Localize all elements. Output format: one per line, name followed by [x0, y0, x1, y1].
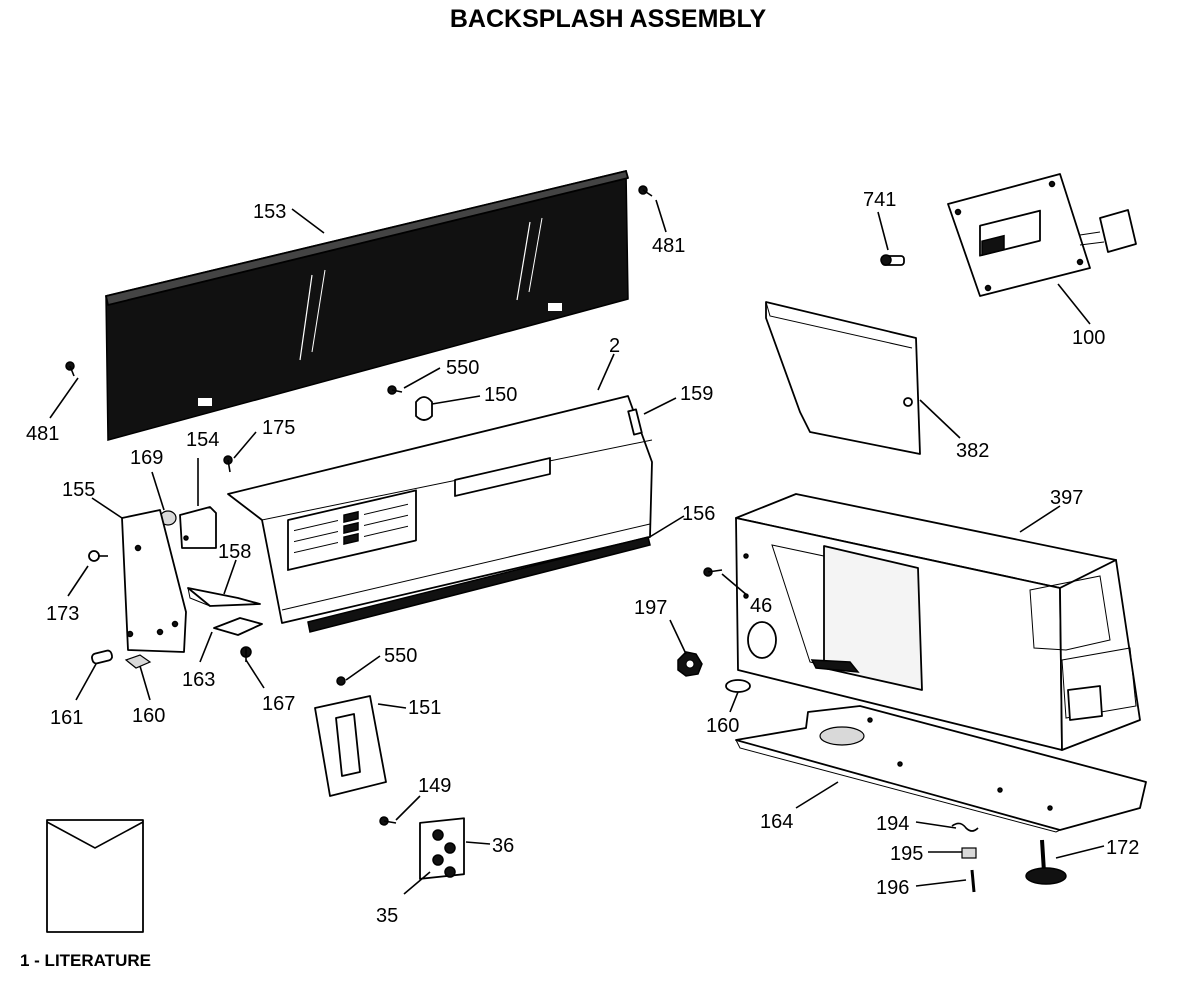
clip-160-right: [725, 679, 751, 693]
clip-160-left: [124, 654, 152, 669]
diagram-title: BACKSPLASH ASSEMBLY: [450, 5, 767, 33]
bracket-151: [314, 695, 387, 797]
callout-156: 156: [682, 503, 715, 525]
screw-149: [379, 816, 397, 826]
screw-481-right: [638, 185, 653, 197]
callout-155: 155: [62, 479, 95, 501]
screw-175: [223, 455, 233, 473]
callout-35: 35: [376, 905, 398, 927]
callout-167: 167: [262, 693, 295, 715]
callout-196: 196: [876, 877, 909, 899]
clip-195: [961, 847, 977, 859]
screw-550-top: [387, 385, 403, 395]
callout-481-right: 481: [652, 235, 685, 257]
screw-167: [240, 646, 252, 662]
literature-envelope-icon: [46, 819, 144, 933]
leader-lines: [49, 199, 1105, 895]
screw-550-bottom: [336, 676, 346, 686]
callout-164: 164: [760, 811, 793, 833]
callout-382: 382: [956, 440, 989, 462]
control-board-100: [947, 173, 1137, 297]
screw-161: [91, 649, 113, 665]
callout-194: 194: [876, 813, 909, 835]
callout-481-left: 481: [26, 423, 59, 445]
spring-194: [951, 822, 979, 832]
plate-163: [213, 617, 263, 636]
callout-169: 169: [130, 447, 163, 469]
bracket-158: [187, 587, 261, 607]
pin-196: [970, 869, 976, 893]
callout-151: 151: [408, 697, 441, 719]
bracket-154: [179, 506, 217, 549]
callout-550-bottom: 550: [384, 645, 417, 667]
knob-197: [677, 651, 703, 677]
glass-panel-153: [105, 170, 629, 441]
callout-160-left: 160: [132, 705, 165, 727]
base-plate-164: [735, 705, 1147, 833]
callout-172: 172: [1106, 837, 1139, 859]
bracket-159: [627, 408, 643, 436]
screw-46: [703, 567, 723, 577]
callouts: 153 481 481 741 100 550 150 2 159 382 17…: [26, 189, 1139, 927]
callout-2: 2: [609, 335, 620, 357]
terminal-block-36: [419, 817, 465, 880]
screw-173: [88, 550, 108, 562]
callout-163: 163: [182, 669, 215, 691]
callout-154: 154: [186, 429, 219, 451]
callout-46: 46: [750, 595, 772, 617]
leveling-foot-172: [1025, 839, 1067, 885]
housing-397: [735, 493, 1141, 751]
screw-481-left: [65, 361, 75, 377]
callout-173: 173: [46, 603, 79, 625]
callout-159: 159: [680, 383, 713, 405]
trim-strip-156: [307, 536, 651, 633]
callout-197: 197: [634, 597, 667, 619]
callout-161: 161: [50, 707, 83, 729]
callout-175: 175: [262, 417, 295, 439]
callout-149: 149: [418, 775, 451, 797]
callout-150: 150: [484, 384, 517, 406]
callout-153: 153: [253, 201, 286, 223]
literature-label: 1 - LITERATURE: [20, 951, 151, 970]
callout-158: 158: [218, 541, 251, 563]
callout-100: 100: [1072, 327, 1105, 349]
callout-741: 741: [863, 189, 896, 211]
callout-397: 397: [1050, 487, 1083, 509]
callout-160-right: 160: [706, 715, 739, 737]
cover-382: [765, 301, 921, 455]
clip-150: [415, 396, 433, 421]
callout-36: 36: [492, 835, 514, 857]
callout-195: 195: [890, 843, 923, 865]
screw-741: [880, 254, 905, 266]
callout-550-top: 550: [446, 357, 479, 379]
side-plate-155: [121, 509, 187, 653]
